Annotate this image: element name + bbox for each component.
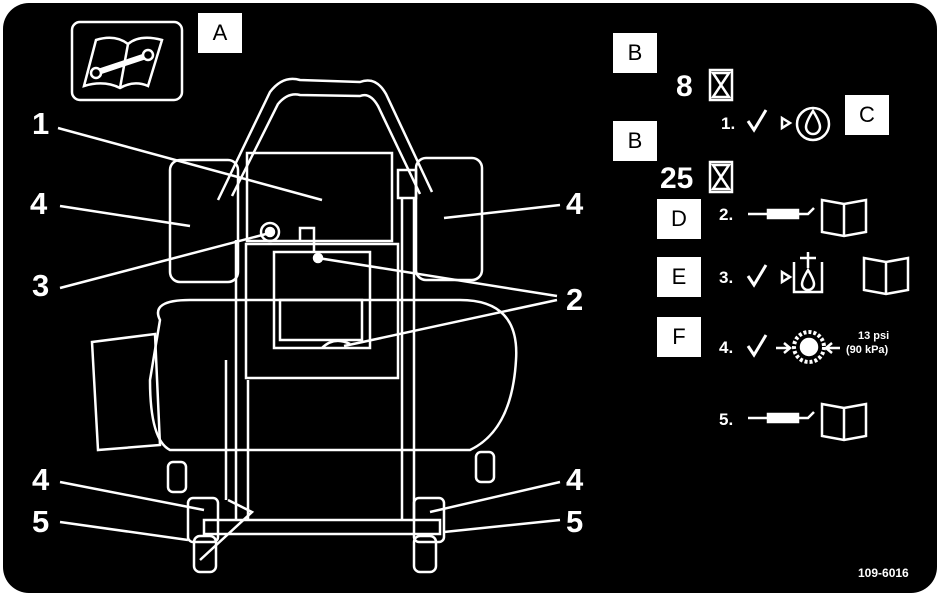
label-b-second: B: [612, 120, 658, 162]
grease-gun-icon: [748, 411, 815, 424]
label-f: F: [656, 316, 702, 358]
callout-4-right-bottom: 4: [566, 462, 584, 497]
label-c: C: [844, 94, 890, 136]
callout-2: 2: [566, 282, 584, 317]
checkmark-icon: [746, 109, 768, 133]
tire-pressure-psi: 13 psi: [858, 330, 890, 342]
mower-rear-view: [90, 77, 518, 574]
left-tank: [168, 158, 240, 284]
label-e: E: [656, 256, 702, 298]
hourglass-icon: [708, 160, 734, 194]
callout-1: 1: [32, 106, 50, 141]
service-manual-icon: [70, 20, 184, 102]
leader-lines: [57, 126, 561, 542]
decal-background: [3, 3, 937, 593]
tire-pressure-kpa: (90 kPa): [846, 344, 889, 356]
callout-4-left-top: 4: [30, 186, 48, 221]
step-3-number: 3.: [719, 268, 734, 287]
interval-25-hours: 25: [660, 162, 694, 195]
label-b-first: B: [612, 32, 658, 74]
step-1-number: 1.: [721, 114, 736, 133]
checkmark-icon: [746, 334, 768, 358]
step-2-number: 2.: [719, 205, 734, 224]
callout-5-left: 5: [32, 504, 50, 539]
tire-pressure-icon: [776, 330, 840, 364]
manual-book-icon: [820, 198, 868, 238]
callout-3: 3: [32, 268, 50, 303]
seat-back: [245, 151, 394, 243]
callout-5-right: 5: [566, 504, 584, 539]
engine-oil-icon: [780, 106, 831, 142]
callout-4-right-top: 4: [566, 186, 584, 221]
label-a: A: [197, 12, 243, 54]
callout-4-left-bottom: 4: [32, 462, 50, 497]
part-number: 109-6016: [858, 566, 909, 580]
hourglass-icon: [708, 68, 734, 102]
checkmark-icon: [746, 264, 768, 288]
step-4-number: 4.: [719, 338, 734, 357]
hydraulic-fluid-icon: [780, 252, 824, 294]
roll-bar: [216, 77, 434, 201]
interval-8-hours: 8: [676, 70, 693, 103]
engine-frame: [244, 242, 400, 380]
manual-book-icon: [820, 402, 868, 442]
manual-book-icon: [862, 256, 910, 296]
label-d: D: [656, 198, 702, 240]
step-5-number: 5.: [719, 410, 734, 429]
grease-gun-icon: [748, 207, 815, 220]
